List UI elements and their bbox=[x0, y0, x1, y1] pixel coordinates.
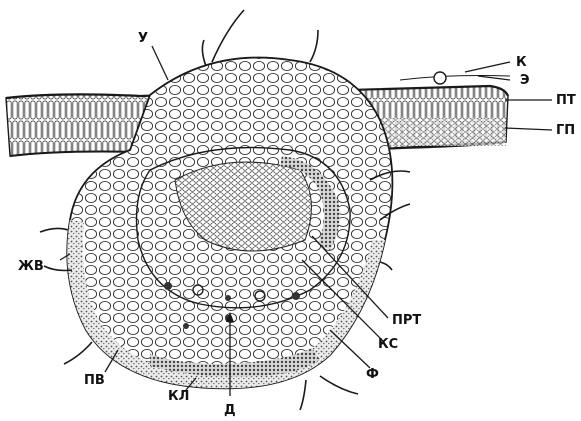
label-kl: КЛ bbox=[168, 389, 189, 404]
label-k: К bbox=[516, 55, 527, 70]
label-u: У bbox=[138, 31, 148, 46]
label-prt: ПРТ bbox=[392, 313, 421, 328]
label-ks: КС bbox=[378, 337, 398, 352]
trichome-base bbox=[434, 72, 446, 84]
label-pv: ПВ bbox=[84, 373, 105, 388]
label-f: Ф bbox=[366, 367, 379, 382]
label-zhv: ЖВ bbox=[18, 259, 44, 274]
label-pt: ПТ bbox=[556, 93, 576, 108]
label-gp: ГП bbox=[556, 123, 575, 138]
midrib bbox=[40, 10, 410, 410]
label-e: Э bbox=[520, 73, 530, 88]
label-d: Д bbox=[224, 403, 236, 418]
